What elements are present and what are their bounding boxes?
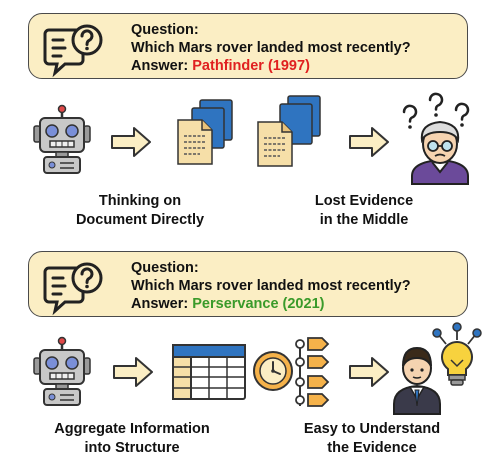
document-stack-icon [257, 95, 321, 167]
arrow-right-icon [349, 127, 389, 157]
top-left-caption: Thinking on Document Directly [40, 192, 240, 230]
bottom-question: Which Mars rover landed most recently? [131, 278, 411, 294]
top-left-caption-line2: Document Directly [75, 212, 205, 228]
robot-icon [32, 104, 92, 175]
top-question: Which Mars rover landed most recently? [131, 40, 411, 56]
bottom-answer-line: Answer: Perservance (2021) [131, 295, 411, 313]
arrow-right-icon [349, 357, 389, 387]
bottom-left-caption-line1: Aggregate Information [54, 421, 210, 437]
top-right-caption-line2: in the Middle [319, 212, 409, 228]
table-icon [172, 344, 246, 400]
timeline-icon [295, 337, 330, 407]
top-answer-label: Answer: [131, 58, 189, 74]
bottom-left-caption: Aggregate Information into Structure [24, 420, 240, 458]
robot-icon [32, 336, 92, 407]
idea-lightbulb-icon [432, 322, 482, 386]
bottom-right-caption-line1: Easy to Understand [303, 421, 441, 437]
top-left-caption-line1: Thinking on [98, 193, 182, 209]
top-question-label: Question: [131, 22, 199, 38]
bottom-qa-text: Question: Which Mars rover landed most r… [131, 259, 411, 313]
arrow-right-icon [111, 127, 151, 157]
confused-person-icon [402, 92, 470, 185]
question-bubble-icon [43, 24, 103, 75]
question-bubble-icon [43, 262, 103, 313]
top-answer-value: Pathfinder (1997) [192, 58, 310, 74]
top-qa-text: Question: Which Mars rover landed most r… [131, 21, 411, 75]
bottom-question-box: Question: Which Mars rover landed most r… [28, 251, 468, 317]
bottom-answer-label: Answer: [131, 296, 189, 312]
businessman-icon [393, 346, 441, 415]
bottom-answer-value: Perservance (2021) [192, 296, 325, 312]
bottom-left-caption-line2: into Structure [84, 440, 180, 456]
document-stack-icon [177, 99, 233, 165]
top-question-box: Question: Which Mars rover landed most r… [28, 13, 468, 79]
arrow-right-icon [113, 357, 153, 387]
bottom-right-caption: Easy to Understand the Evidence [262, 420, 482, 458]
top-answer-line: Answer: Pathfinder (1997) [131, 57, 411, 75]
top-right-caption-line1: Lost Evidence [314, 193, 414, 209]
clock-icon [253, 351, 293, 391]
bottom-question-label: Question: [131, 260, 199, 276]
top-right-caption: Lost Evidence in the Middle [264, 192, 464, 230]
bottom-right-caption-line2: the Evidence [327, 440, 417, 456]
